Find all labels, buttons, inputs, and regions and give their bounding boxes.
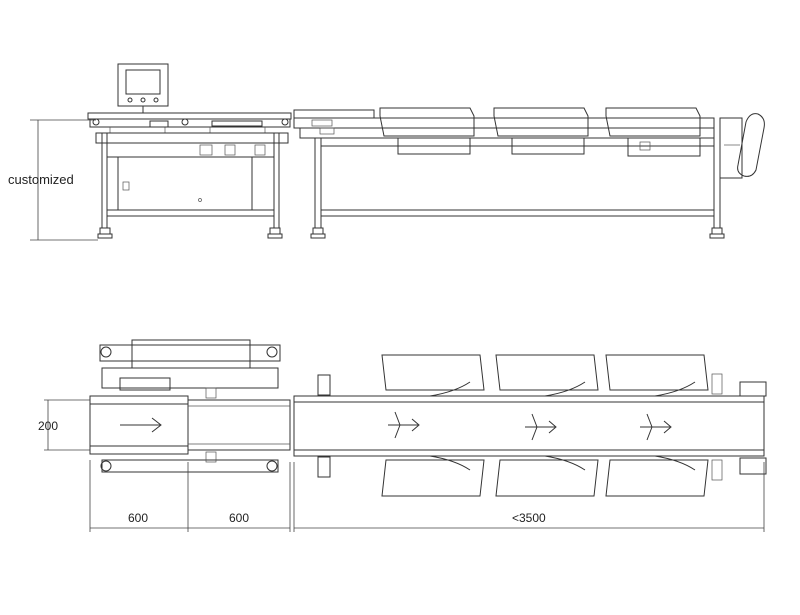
touchscreen-hmi [117, 63, 169, 113]
checkweigher-unit-plan [89, 339, 291, 473]
flow-direction-arrow [120, 417, 162, 433]
belt-width-dimension: 200 [38, 399, 90, 451]
weigh-length-label: 600 [229, 511, 249, 525]
sort-direction-arrow-3 [640, 413, 672, 441]
sorter-length-label: <3500 [512, 511, 546, 525]
sort-direction-arrow-2 [525, 413, 557, 441]
checkweigher-unit-side [87, 63, 292, 239]
height-label: customized [8, 172, 74, 187]
weigh-belt [187, 399, 291, 451]
side-elevation-view: customized [8, 63, 765, 241]
weigh-conveyors-side [87, 112, 292, 133]
diverter-arms [429, 381, 696, 471]
infeed-length-label: 600 [128, 511, 148, 525]
belt-width-label: 200 [38, 419, 58, 433]
sort-direction-arrow-1 [388, 411, 420, 439]
height-dimension: customized [8, 119, 98, 241]
discharge-chute [719, 113, 765, 179]
sorter-unit-plan [293, 354, 767, 497]
diverter-bins-plan [381, 354, 709, 497]
plan-view: 200 600 600 <3500 [38, 339, 767, 532]
sorter-unit-side [293, 107, 765, 239]
diverter-bins-side [379, 107, 701, 157]
length-dimensions: 600 600 <3500 [89, 460, 765, 532]
checkweigher-frame [95, 132, 289, 239]
